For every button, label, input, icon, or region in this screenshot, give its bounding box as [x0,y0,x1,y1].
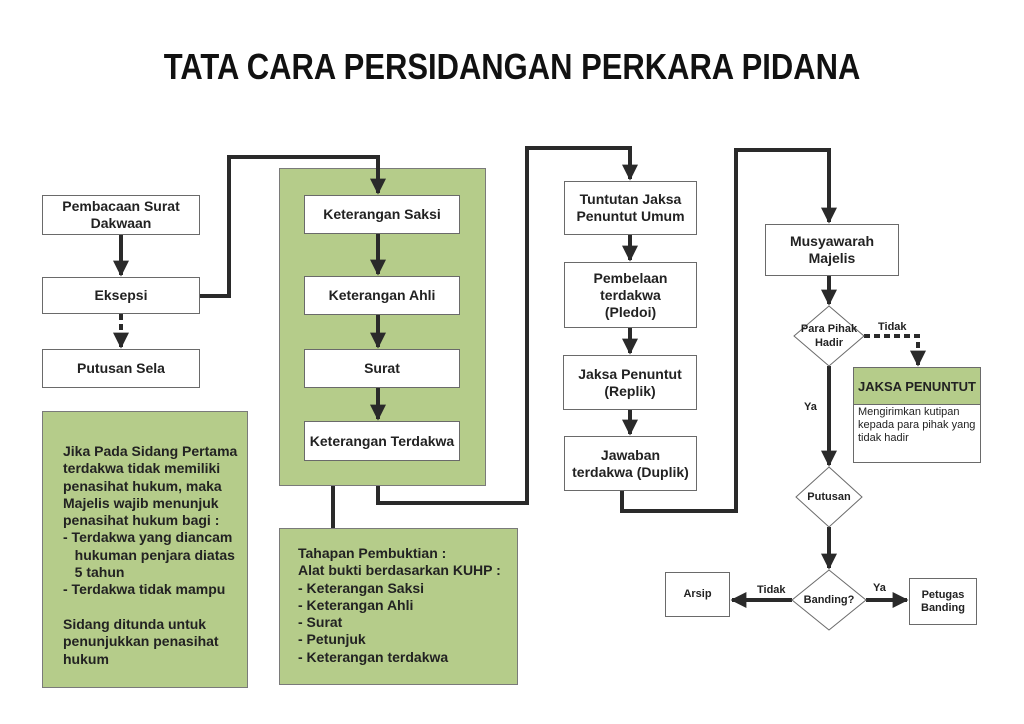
ya-label-1: Ya [804,401,817,413]
box-duplik: Jawaban terdakwa (Duplik) [564,436,697,491]
jaksa-penuntut-title: JAKSA PENUNTUT [854,368,980,405]
counsel-note-panel [42,411,248,688]
banding-label: Banding? [803,594,855,606]
page-title: TATA CARA PERSIDANGAN PERKARA PIDANA [163,46,861,87]
jaksa-penuntut-text: Mengirimkan kutipan kepada para pihak ya… [858,406,976,444]
tidak-label-1: Tidak [878,321,907,333]
box-musyawarah: Musyawarah Majelis [765,224,899,276]
box-keterangan-ahli: Keterangan Ahli [304,276,460,315]
evidence-note-panel [279,528,518,685]
box-surat: Surat [304,349,460,388]
diamond-banding [791,569,867,631]
box-eksepsi: Eksepsi [42,277,200,314]
jaksa-penuntut-box: JAKSA PENUNTUT Mengirimkan kutipan kepad… [853,367,981,463]
box-arsip: Arsip [665,572,730,617]
counsel-note-text: Jika Pada Sidang Pertama terdakwa tidak … [63,443,238,667]
box-replik: Jaksa Penuntut (Replik) [563,355,697,410]
arrow-tidak-jaksa [864,334,926,367]
arrow-pembuktian-tuntutan [376,146,638,505]
ya-label-2: Ya [873,582,886,594]
tidak-label-2: Tidak [757,584,786,596]
arrow-duplik-musyawarah [620,148,837,513]
box-pembacaan-dakwaan: Pembacaan Surat Dakwaan [42,195,200,235]
box-pembelaan: Pembelaan terdakwa (Pledoi) [564,262,697,328]
evidence-note-text: Tahapan Pembuktian : Alat bukti berdasar… [298,545,501,665]
para-pihak-label: Para Pihak Hadir [800,323,858,349]
box-putusan-sela: Putusan Sela [42,349,200,388]
box-keterangan-terdakwa: Keterangan Terdakwa [304,421,460,461]
box-petugas-banding: Petugas Banding [909,578,977,625]
diamond-para-pihak [793,305,865,367]
box-tuntutan: Tuntutan Jaksa Penuntut Umum [564,181,697,235]
putusan-label: Putusan [807,491,851,503]
diamond-putusan [795,466,863,528]
box-keterangan-saksi: Keterangan Saksi [304,195,460,234]
arrow-eksepsi-saksi [200,155,386,298]
